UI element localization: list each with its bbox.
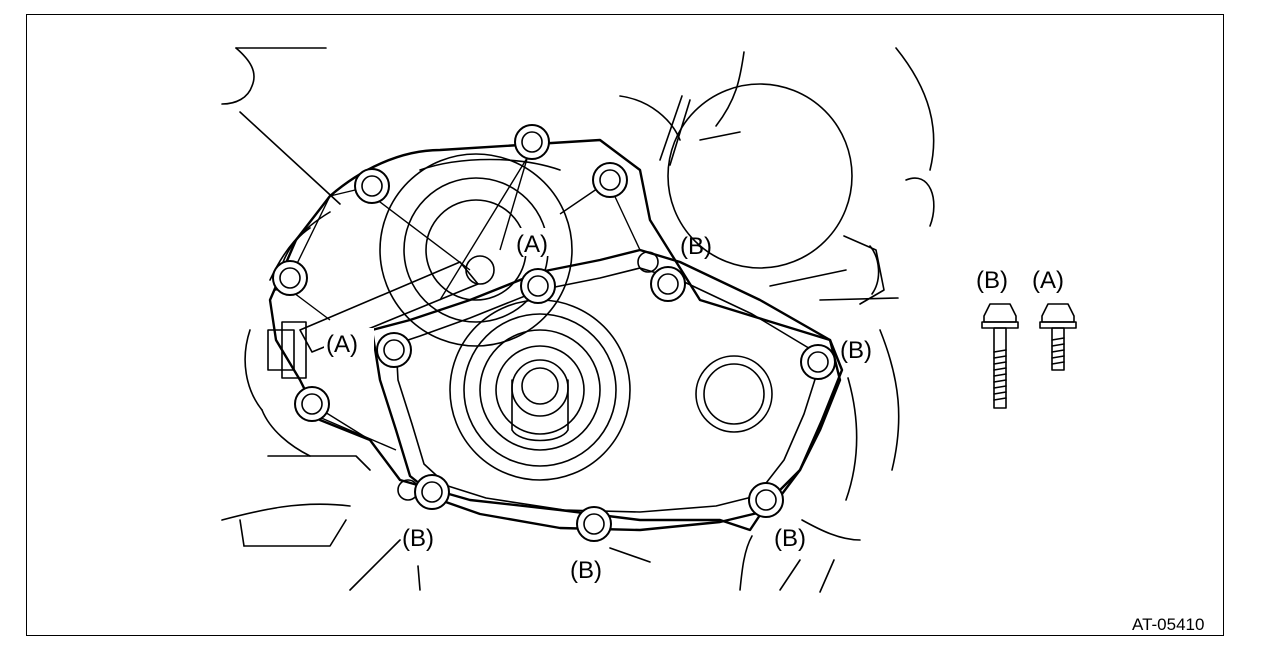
bolt-legend: (B) (A) bbox=[976, 267, 1077, 409]
figure-code: AT-05410 bbox=[1132, 615, 1204, 634]
bolt-head-a-2 bbox=[514, 124, 550, 160]
bolt-head-a-7 bbox=[376, 332, 412, 368]
callout-b-right: (B) bbox=[840, 337, 872, 364]
bolt-head-b-5 bbox=[748, 482, 784, 518]
bolt-head-b-2 bbox=[800, 344, 836, 380]
callout-b-bottom-right: (B) bbox=[774, 525, 806, 552]
long-bolt-b bbox=[981, 303, 1019, 409]
legend-label-b: (B) bbox=[976, 267, 1008, 294]
bolt-head-a-4 bbox=[272, 260, 308, 296]
callout-labels: (A) (A) (B) (B) (B) (B) (B) bbox=[324, 228, 872, 584]
callout-a-top: (A) bbox=[516, 231, 548, 258]
selector-arm bbox=[267, 261, 479, 379]
callout-b-bottom-left: (B) bbox=[402, 525, 434, 552]
bolt-head-b-3 bbox=[414, 474, 450, 510]
callout-a-left: (A) bbox=[326, 331, 358, 358]
callout-b-bottom-center: (B) bbox=[570, 557, 602, 584]
bolt-head-a-3 bbox=[592, 162, 628, 198]
bolt-head-a-5 bbox=[294, 386, 330, 422]
bolt-head-b-1 bbox=[650, 266, 686, 302]
housing-outline bbox=[221, 47, 935, 593]
bolt-heads bbox=[272, 124, 836, 542]
callout-b-top: (B) bbox=[680, 233, 712, 260]
bolt-head-a-1 bbox=[354, 168, 390, 204]
legend-label-a: (A) bbox=[1032, 267, 1064, 294]
bolt-head-b-4 bbox=[576, 506, 612, 542]
short-bolt-a bbox=[1039, 303, 1077, 371]
bolt-head-a-6 bbox=[520, 268, 556, 304]
figure-frame bbox=[26, 14, 1224, 636]
